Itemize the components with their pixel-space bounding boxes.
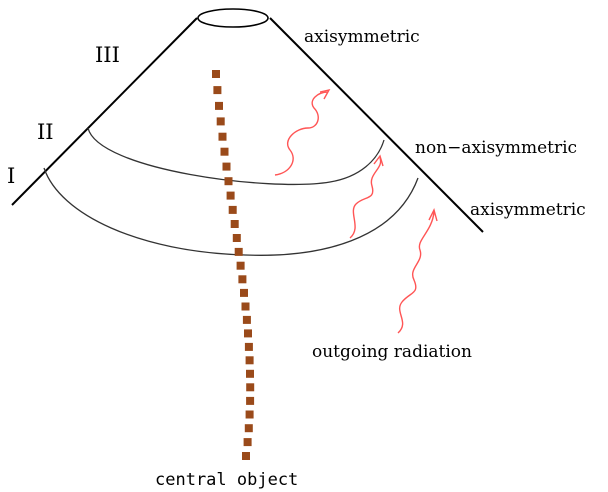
central-object-segment [240, 288, 248, 297]
central-object-segment [228, 205, 237, 214]
central-object-segment [236, 261, 245, 270]
central-object-segment [244, 424, 253, 433]
central-object-segment [230, 220, 239, 228]
central-object-segment [246, 369, 254, 378]
central-object-segment [218, 132, 227, 141]
label-non-axisymmetric: non−axisymmetric [415, 138, 577, 158]
cone-left-edge [11, 17, 198, 206]
radiation-arrowhead-lower [428, 208, 438, 222]
central-object-segment [241, 302, 250, 311]
radiation-arrowhead-middle [373, 154, 384, 167]
central-object-segment [245, 356, 254, 365]
label-outgoing-radiation: outgoing radiation [312, 342, 472, 362]
label-axisymmetric-bottom: axisymmetric [470, 200, 586, 220]
central-object-segment [242, 452, 250, 460]
central-object-segment [222, 162, 231, 171]
radiation-arrowhead-upper [319, 88, 331, 100]
outer-surface-boundary [43, 167, 419, 256]
region-label-i: I [7, 164, 15, 188]
central-object-segment [212, 70, 220, 78]
central-object-segment [244, 329, 252, 338]
central-object-segment [246, 396, 255, 405]
central-object-segment [246, 383, 255, 392]
inner-surface-boundary [87, 127, 385, 186]
radiation-wave-middle [349, 157, 382, 239]
central-object-segment [224, 177, 233, 186]
radiation-wave-upper [274, 91, 329, 176]
central-object-segment [245, 410, 254, 419]
label-central-object: central object [155, 470, 298, 490]
central-object-segment [226, 191, 235, 200]
label-axisymmetric-top: axisymmetric [304, 27, 420, 47]
central-object-segment [238, 275, 247, 284]
central-object-segment [215, 101, 223, 110]
radiation-wave-lower [397, 211, 435, 334]
central-object-segment [243, 438, 252, 447]
central-object-segment [213, 86, 222, 95]
central-object-segment [232, 234, 241, 242]
region-label-iii: III [95, 43, 120, 67]
region-label-ii: II [37, 120, 54, 144]
cone-right-edge [269, 17, 484, 233]
central-object-segment [220, 147, 229, 156]
central-object-segment [242, 315, 251, 324]
outgoing-radiation-arrows [274, 88, 438, 334]
central-object-segment [234, 247, 243, 256]
central-object-segment [244, 342, 253, 351]
cone-top-opening [197, 8, 269, 28]
central-object-segment [216, 117, 225, 126]
central-object-path [212, 70, 255, 460]
